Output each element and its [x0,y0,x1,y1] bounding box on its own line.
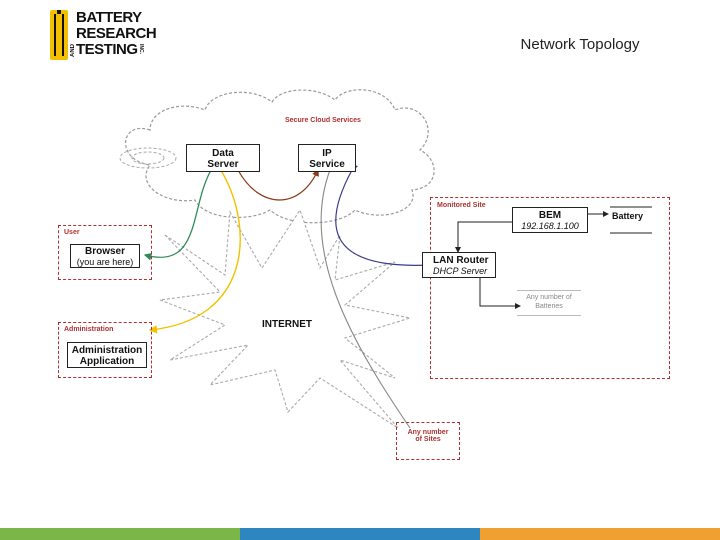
ip-service-label-1: IP [322,148,332,159]
administration-region [58,322,152,378]
dhcp-server-label: DHCP Server [433,266,488,276]
logo-line-3: TESTING [76,41,138,58]
cloud-label: Secure Cloud Services [285,117,361,124]
internet-label: INTERNET [262,319,312,330]
any-batteries-label-2: Batteries [535,303,563,310]
user-region-label: User [64,229,80,236]
blue-link [335,163,431,266]
user-region [58,225,152,280]
data-server-label-1: Data [212,148,234,159]
bem-ip-label: 192.168.1.100 [521,221,579,231]
brown-link [231,163,319,201]
cloud-shape [125,89,435,224]
browser-node: Browser (you are here) [70,244,140,268]
logo-line-2: RESEARCH [76,25,157,42]
router-bem-link [455,219,517,253]
any-sites-region: Any number of Sites [396,422,460,460]
lan-router-node: LAN Router DHCP Server [422,252,496,278]
administration-region-label: Administration [64,326,114,333]
yellow-link [148,163,241,334]
data-server-label-2: Server [207,159,239,170]
admin-app-label-2: Application [79,356,135,367]
lan-router-label: LAN Router [433,255,489,266]
ip-service-label-2: Service [309,159,345,170]
admin-app-node: Administration Application [67,342,147,368]
admin-app-label-1: Administration [71,345,143,356]
bem-node: BEM 192.168.1.100 [512,207,588,233]
internet-burst [159,208,411,429]
bar-segment-orange [480,528,720,540]
bar-segment-green [0,528,240,540]
company-logo: BATTERY RESEARCH TESTING AND INC. [46,4,157,62]
monitored-site-region [430,197,670,379]
ip-service-node: IP Service [298,144,356,172]
logo-inc: INC. [138,44,144,54]
any-batteries-node: Any number of Batteries [517,290,581,316]
bem-label: BEM [538,210,562,221]
battery-label: Battery [612,211,644,221]
router-batteries-link [477,271,521,309]
browser-sublabel: (you are here) [76,257,134,267]
bar-segment-blue [240,528,480,540]
browser-label: Browser [84,246,125,257]
monitored-site-label: Monitored Site [437,202,486,209]
any-batteries-label-1: Any number of [526,294,572,301]
logo-line-1: BATTERY [76,9,142,26]
bottom-color-bar [0,528,720,540]
gray-link [320,163,411,429]
slide-title: Network Topology [520,36,640,53]
any-sites-label-1: Any number [407,429,449,436]
data-server-node: Data Server [186,144,260,172]
any-sites-label-2: of Sites [415,436,441,443]
battery-logo-icon [50,10,68,60]
